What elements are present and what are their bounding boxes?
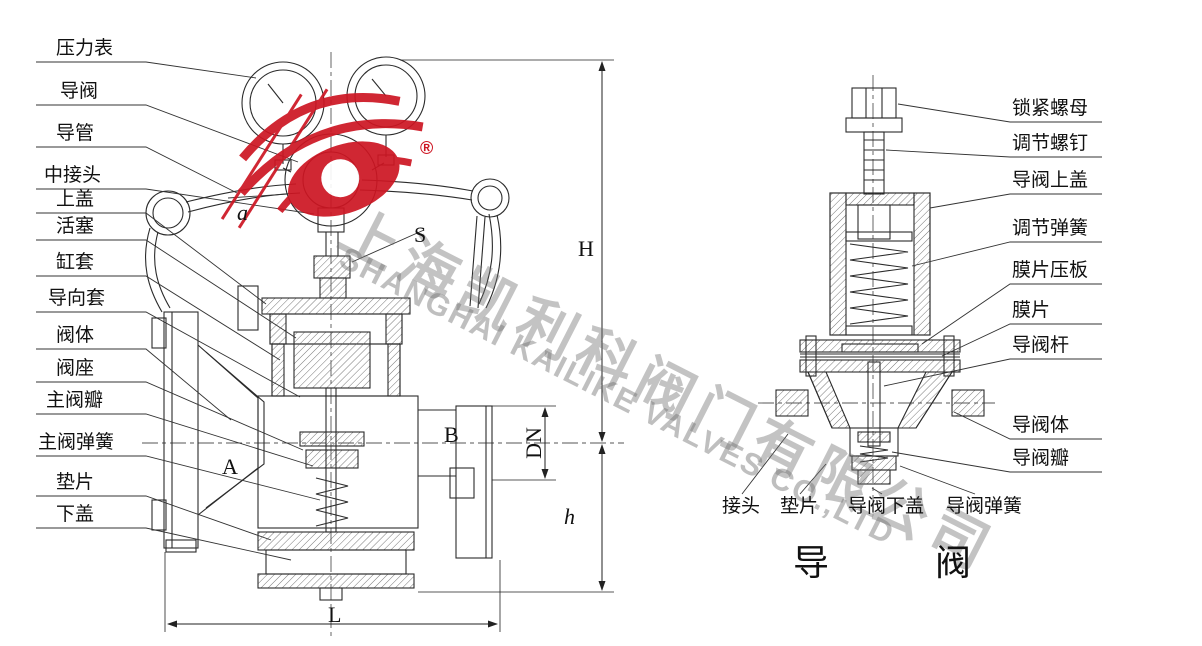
part-label-main-spring: 主阀弹簧	[38, 432, 115, 453]
pilot-valve-drawing	[775, 87, 985, 485]
part-label-pilot-spring: 导阀弹簧	[946, 496, 1023, 517]
part-label-diaphragm-plate: 膜片压板	[1012, 260, 1089, 281]
dim-a: a	[237, 200, 248, 225]
part-label-connector: 接头	[722, 496, 761, 517]
part-label-lock-nut: 锁紧螺母	[1012, 98, 1089, 119]
part-label-valve-seat: 阀座	[56, 358, 95, 379]
part-label-guide-sleeve: 导向套	[48, 288, 106, 309]
part-label-adjusting-screw: 调节螺钉	[1012, 133, 1089, 154]
part-label-adjusting-spring: 调节弹簧	[1012, 218, 1089, 239]
part-label-upper-cover: 上盖	[56, 189, 95, 210]
part-label-pressure-gauge: 压力表	[56, 38, 114, 59]
dim-h-total: H	[578, 236, 594, 261]
part-label-valve-body: 阀体	[56, 325, 95, 346]
dimension-lines	[164, 59, 614, 632]
dim-b: B	[444, 422, 459, 447]
dim-a-width: A	[222, 454, 238, 479]
part-label-pilot-upper-cover: 导阀上盖	[1012, 170, 1089, 191]
part-label-pilot-lower-cover: 导阀下盖	[848, 496, 925, 517]
brand-logo	[220, 88, 424, 229]
dim-h-lower: h	[564, 504, 575, 529]
part-label-pilot-disc: 导阀瓣	[1012, 448, 1070, 469]
part-label-main-disc: 主阀瓣	[46, 390, 104, 411]
dim-dn: DN	[520, 427, 546, 459]
part-label-cylinder-sleeve: 缸套	[56, 252, 95, 273]
part-label-piston: 活塞	[56, 216, 95, 237]
part-label-gasket: 垫片	[56, 472, 95, 493]
part-label-pilot-body: 导阀体	[1012, 415, 1070, 436]
dim-l: L	[328, 602, 342, 627]
part-label-pilot-stem: 导阀杆	[1012, 335, 1070, 356]
leader-lines	[36, 61, 1102, 561]
pilot-valve-caption: 导阀	[793, 542, 1078, 583]
part-label-diaphragm: 膜片	[1012, 300, 1051, 321]
part-label-guide-tube: 导管	[56, 123, 95, 144]
part-label-pilot-valve: 导阀	[60, 81, 99, 102]
part-label-middle-connector: 中接头	[44, 165, 102, 186]
part-label-pilot-gasket: 垫片	[780, 496, 819, 517]
part-label-lower-cover: 下盖	[56, 504, 95, 525]
main-valve-drawing	[144, 56, 510, 601]
dim-s: S	[414, 222, 427, 247]
registered-trademark-icon: ®	[420, 138, 434, 158]
